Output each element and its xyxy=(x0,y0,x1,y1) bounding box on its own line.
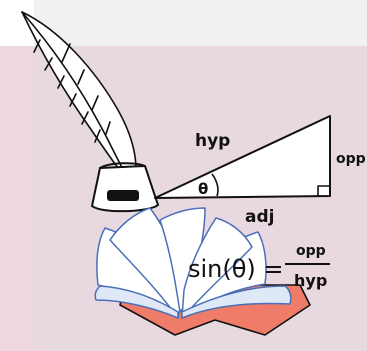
label-opp: opp xyxy=(336,151,366,167)
quill-feather-icon xyxy=(21,11,137,189)
top-band xyxy=(34,0,367,46)
formula-lhs: sin(θ) = xyxy=(188,255,284,283)
left-strip xyxy=(0,46,34,351)
open-book-icon xyxy=(94,207,311,336)
formula-numerator: opp xyxy=(296,243,326,259)
ink-pot-icon xyxy=(90,162,160,213)
label-theta: θ xyxy=(198,180,208,198)
formula-denominator: hyp xyxy=(294,271,327,290)
label-adj: adj xyxy=(245,207,274,227)
right-triangle-diagram xyxy=(154,115,331,199)
sine-formula: sin(θ) = opp hyp xyxy=(188,243,330,290)
label-hyp: hyp xyxy=(195,131,230,151)
